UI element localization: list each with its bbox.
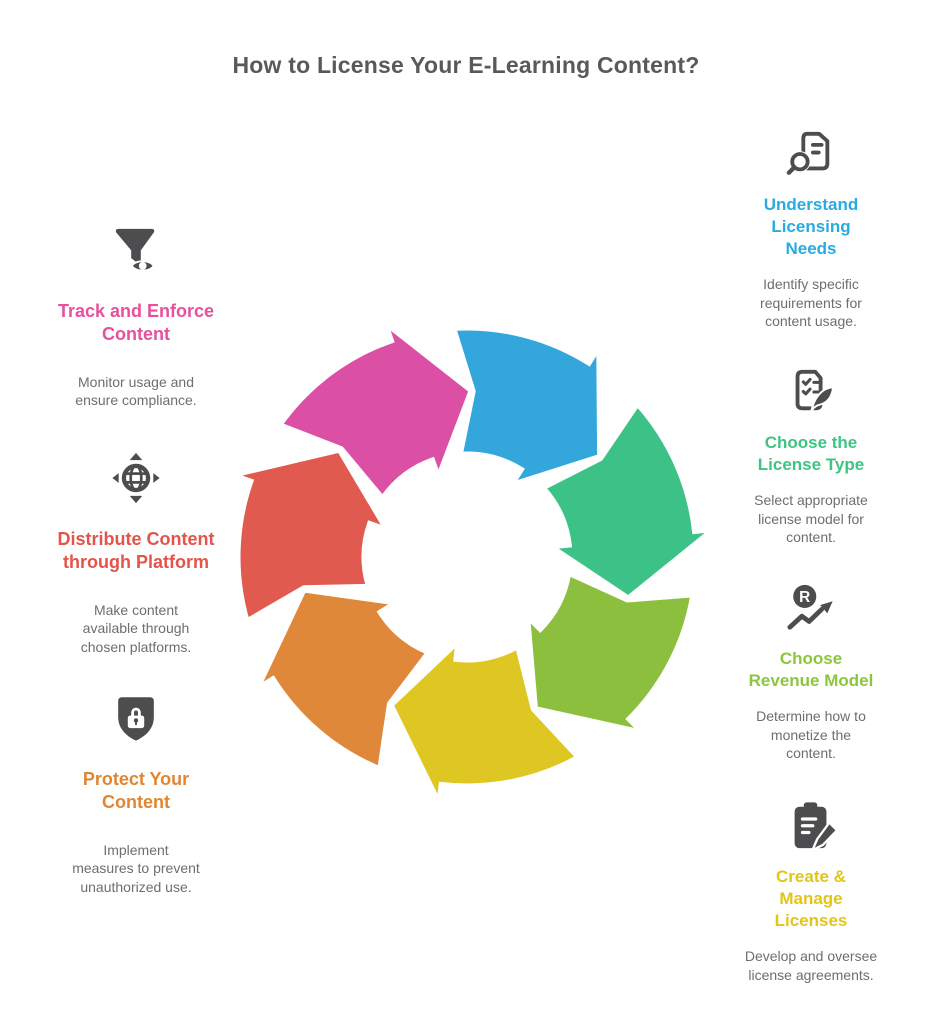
step-distribute-content-through-platform: Distribute Content through Platform Make… <box>46 450 226 656</box>
step-choose-license-type: Choose the License Type Select appropria… <box>726 364 896 547</box>
cycle-arrow-protect-your-content <box>256 589 430 770</box>
page-title: How to License Your E-Learning Content? <box>232 52 700 78</box>
step-description: Develop and oversee license agreements. <box>744 948 878 983</box>
step-title: Understand Licensing Needs <box>763 195 859 259</box>
step-title: Protect Your Content <box>82 769 190 813</box>
step-understand-licensing-needs: Understand Licensing Needs Identify spec… <box>726 126 896 331</box>
cycle-diagram <box>231 321 715 805</box>
funnel-eye-icon <box>109 222 163 278</box>
cycle-arrow-create-manage-licenses <box>390 640 579 805</box>
cycle-arrow-understand-licensing-needs <box>453 327 601 486</box>
cycle-arrow-choose-revenue-model <box>527 572 694 733</box>
step-description: Implement measures to prevent unauthoriz… <box>72 841 200 895</box>
step-protect-your-content: Protect Your Content Implement measures … <box>46 690 226 896</box>
search-document-icon <box>784 126 838 182</box>
step-title: Choose Revenue Model <box>748 649 874 691</box>
cycle-arrow-distribute-content-through-platform <box>231 449 388 622</box>
globe-arrows-icon <box>109 450 163 506</box>
step-choose-revenue-model: R Choose Revenue Model Determine how to … <box>726 580 896 763</box>
clipboard-pencil-icon <box>784 798 838 854</box>
revenue-chart-icon: R <box>784 580 838 636</box>
checklist-quill-icon <box>784 364 838 420</box>
step-track-and-enforce-content: Track and Enforce Content Monitor usage … <box>46 222 226 410</box>
cycle-arrow-track-and-enforce-content <box>279 321 472 499</box>
step-title: Track and Enforce Content <box>57 301 215 345</box>
step-description: Monitor usage and ensure compliance. <box>75 373 197 409</box>
revenue-icon-letter: R <box>799 589 810 606</box>
step-description: Select appropriate license model for con… <box>754 492 868 546</box>
shield-lock-icon <box>109 690 163 746</box>
step-description: Determine how to monetize the content. <box>756 708 866 762</box>
step-description: Identify specific requirements for conte… <box>760 276 862 330</box>
step-title: Choose the License Type <box>757 433 865 475</box>
step-title: Distribute Content through Platform <box>57 529 215 573</box>
step-description: Make content available through chosen pl… <box>80 601 192 655</box>
step-title: Create & Manage Licenses <box>774 867 848 931</box>
step-create-manage-licenses: Create & Manage Licenses Develop and ove… <box>726 798 896 984</box>
cycle-arrow-choose-license-type <box>542 403 715 599</box>
